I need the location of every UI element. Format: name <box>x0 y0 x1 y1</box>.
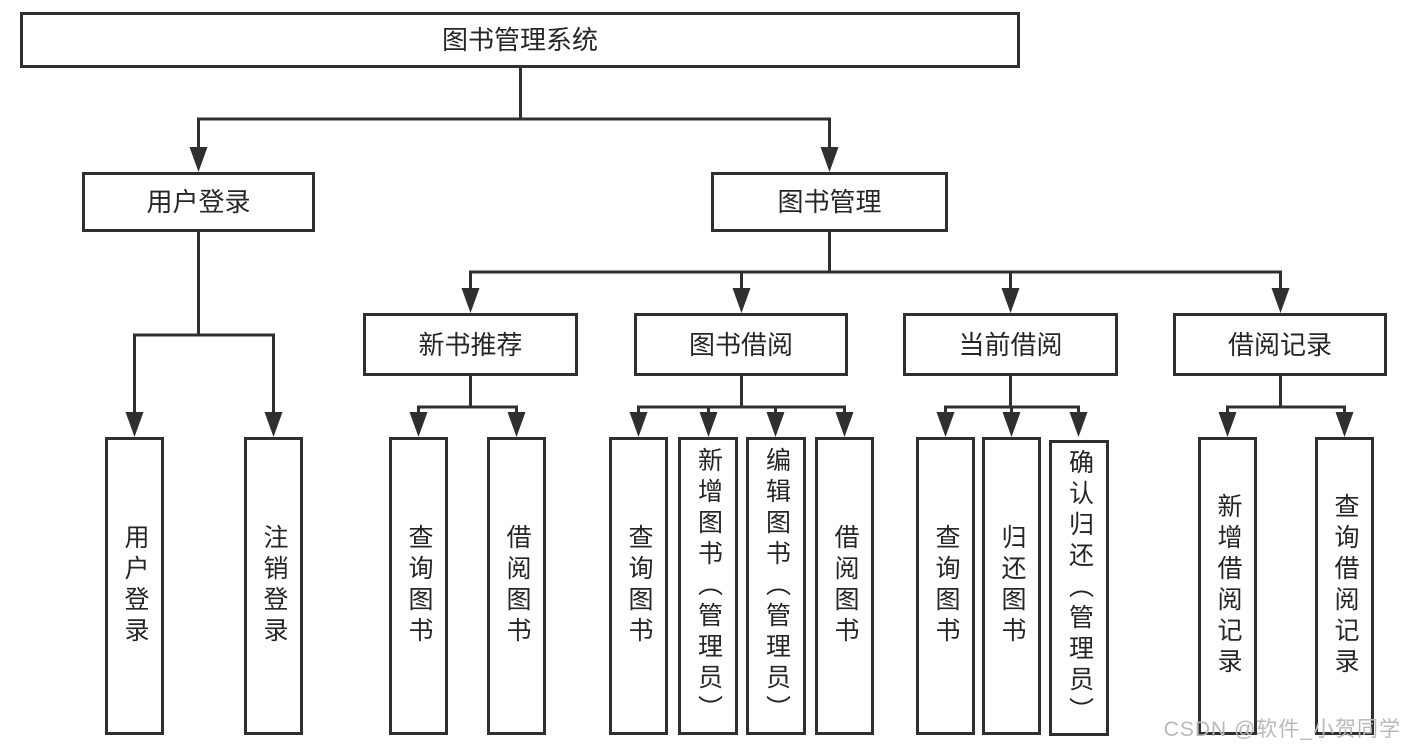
arrow-bb-borrow <box>835 412 854 437</box>
node-current-borrowing: 当前借阅 <box>903 313 1118 376</box>
arrow-cb-query <box>936 412 955 437</box>
arrow-borrow-records <box>1271 288 1290 313</box>
node-cb-confirm-return-admin-label: 确认归还（管理员） <box>1065 448 1094 728</box>
arrow-br-add <box>1218 412 1237 437</box>
node-borrow-records: 借阅记录 <box>1173 313 1387 376</box>
node-bb-edit-books-admin: 编辑图书（管理员） <box>746 437 806 735</box>
arrow-br-query <box>1335 412 1354 437</box>
node-cb-return-books: 归还图书 <box>982 437 1041 735</box>
node-leaf-logout-label: 注销登录 <box>260 524 288 648</box>
node-rec-query-books-label: 查询图书 <box>405 524 433 648</box>
arrow-book-mgmt <box>820 147 839 172</box>
node-book-management: 图书管理 <box>711 172 948 232</box>
node-leaf-user-login-label: 用户登录 <box>121 524 149 648</box>
node-leaf-user-login: 用户登录 <box>105 437 164 735</box>
arrowheads <box>125 147 1354 437</box>
node-leaf-logout: 注销登录 <box>244 437 303 735</box>
wire-records-rail <box>1226 405 1346 416</box>
arrow-leaf-user-login <box>125 412 144 437</box>
node-bb-borrow-books: 借阅图书 <box>815 437 874 735</box>
wire-borrow-rail <box>637 405 846 416</box>
arrow-bb-add <box>699 412 718 437</box>
node-rec-query-books: 查询图书 <box>389 437 448 735</box>
node-cb-return-books-label: 归还图书 <box>998 524 1026 648</box>
node-current-borrowing-label: 当前借阅 <box>958 329 1063 360</box>
arrow-new-book-rec <box>461 288 480 313</box>
node-br-query-record: 查询借阅记录 <box>1315 437 1374 735</box>
wire-mgmt-rail <box>469 270 1282 292</box>
arrow-user-login <box>189 147 208 172</box>
node-br-add-record-label: 新增借阅记录 <box>1214 493 1242 679</box>
node-user-login-label: 用户登录 <box>146 187 251 217</box>
node-book-borrowing: 图书借阅 <box>634 313 848 376</box>
arrow-cb-confirm <box>1069 412 1088 437</box>
node-cb-query-books: 查询图书 <box>916 437 975 735</box>
node-cb-query-books-label: 查询图书 <box>932 524 960 648</box>
node-bb-edit-books-admin-label: 编辑图书（管理员） <box>762 446 791 726</box>
arrow-leaf-logout <box>264 412 283 437</box>
node-new-book-recommend-label: 新书推荐 <box>418 329 523 360</box>
csdn-watermark: CSDN @软件_小贺同学 <box>1163 718 1401 741</box>
arrow-book-borrow <box>732 288 751 313</box>
node-root-system: 图书管理系统 <box>20 12 1020 68</box>
node-root-system-label: 图书管理系统 <box>441 25 598 55</box>
wire-login-rail <box>133 333 275 416</box>
node-new-book-recommend: 新书推荐 <box>363 313 578 376</box>
arrow-current-borrow <box>1001 288 1020 313</box>
node-bb-query-books: 查询图书 <box>609 437 668 735</box>
node-rec-borrow-books: 借阅图书 <box>487 437 546 735</box>
node-bb-borrow-books-label: 借阅图书 <box>831 524 859 648</box>
arrow-rec-query <box>409 412 428 437</box>
arrow-bb-query <box>629 412 648 437</box>
wire-level2-rail <box>197 117 831 152</box>
node-book-borrowing-label: 图书借阅 <box>688 329 793 360</box>
arrow-bb-edit <box>766 412 785 437</box>
node-bb-query-books-label: 查询图书 <box>625 524 653 648</box>
node-cb-confirm-return-admin: 确认归还（管理员） <box>1049 440 1109 736</box>
node-br-add-record: 新增借阅记录 <box>1198 437 1257 735</box>
wire-rec-rail <box>417 405 518 416</box>
node-book-management-label: 图书管理 <box>777 187 882 217</box>
node-rec-borrow-books-label: 借阅图书 <box>503 524 531 648</box>
arrow-cb-return <box>1002 412 1021 437</box>
node-borrow-records-label: 借阅记录 <box>1227 329 1332 360</box>
node-bb-add-books-admin: 新增图书（管理员） <box>678 437 738 735</box>
arrow-rec-borrow <box>507 412 526 437</box>
node-br-query-record-label: 查询借阅记录 <box>1331 493 1359 679</box>
node-bb-add-books-admin-label: 新增图书（管理员） <box>694 446 723 726</box>
node-user-login: 用户登录 <box>82 172 315 232</box>
